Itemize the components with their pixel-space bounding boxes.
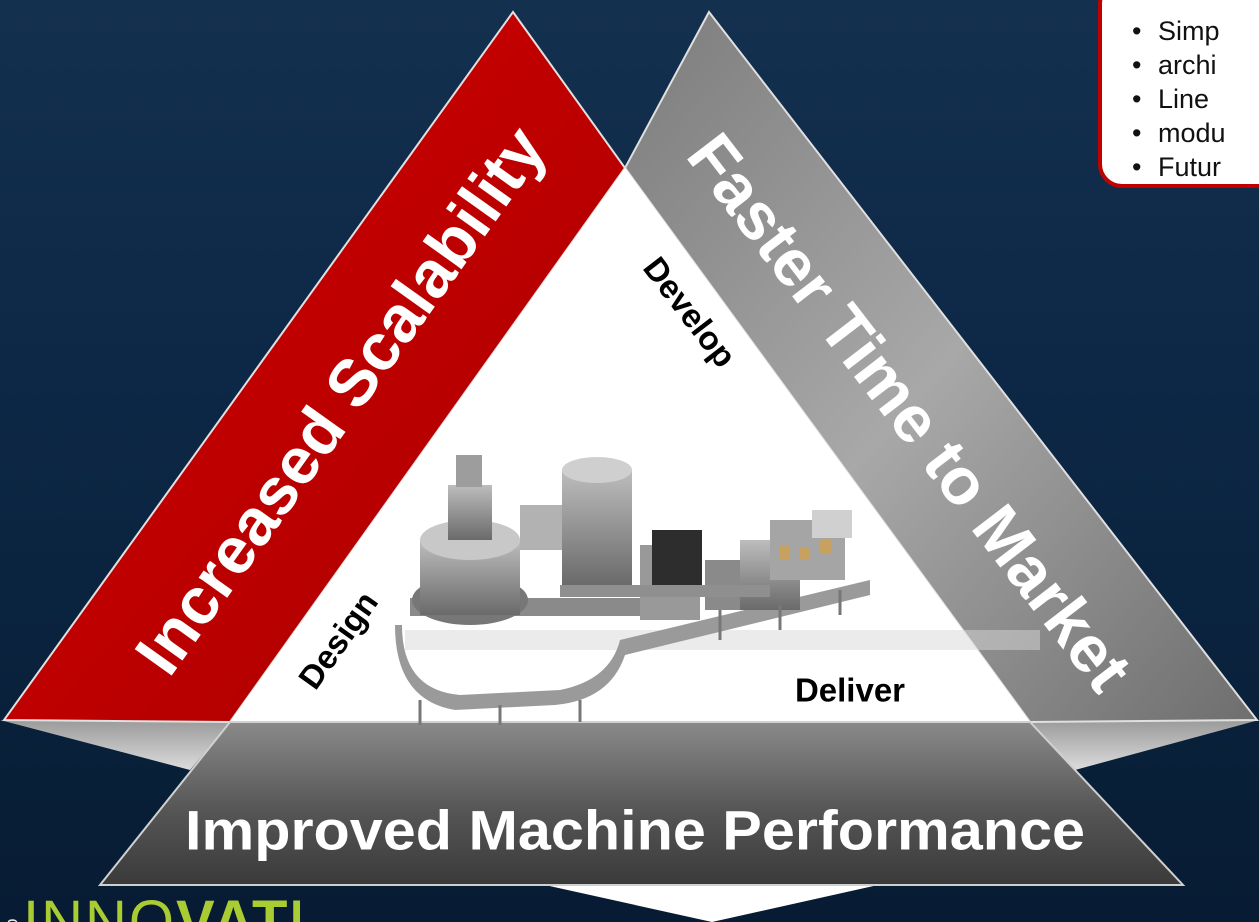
stage-deliver-label: Deliver [795, 672, 905, 709]
innovate-logo: coINNOVATE [0, 893, 300, 922]
callout-item: archi [1126, 48, 1259, 82]
bottling-machine-image [395, 455, 1040, 725]
left-shadow-wing [0, 720, 230, 770]
callout-box: Simp archi Line modu Futur [1098, 0, 1259, 188]
right-shadow-wing [1028, 720, 1259, 770]
logo-text-light: INNO [23, 893, 176, 922]
bottom-side-label: Improved Machine Performance [185, 799, 1085, 862]
callout-item: Futur [1126, 150, 1259, 184]
callout-list: Simp archi Line modu Futur [1126, 14, 1259, 184]
bottom-band [97, 721, 1186, 886]
logo-text-bold: VATE [176, 893, 300, 922]
callout-item: modu [1126, 116, 1259, 150]
callout-item: Simp [1126, 14, 1259, 48]
logo-mark: co [0, 916, 41, 922]
bottom-pointer [545, 885, 878, 922]
callout-item: Line [1126, 82, 1259, 116]
